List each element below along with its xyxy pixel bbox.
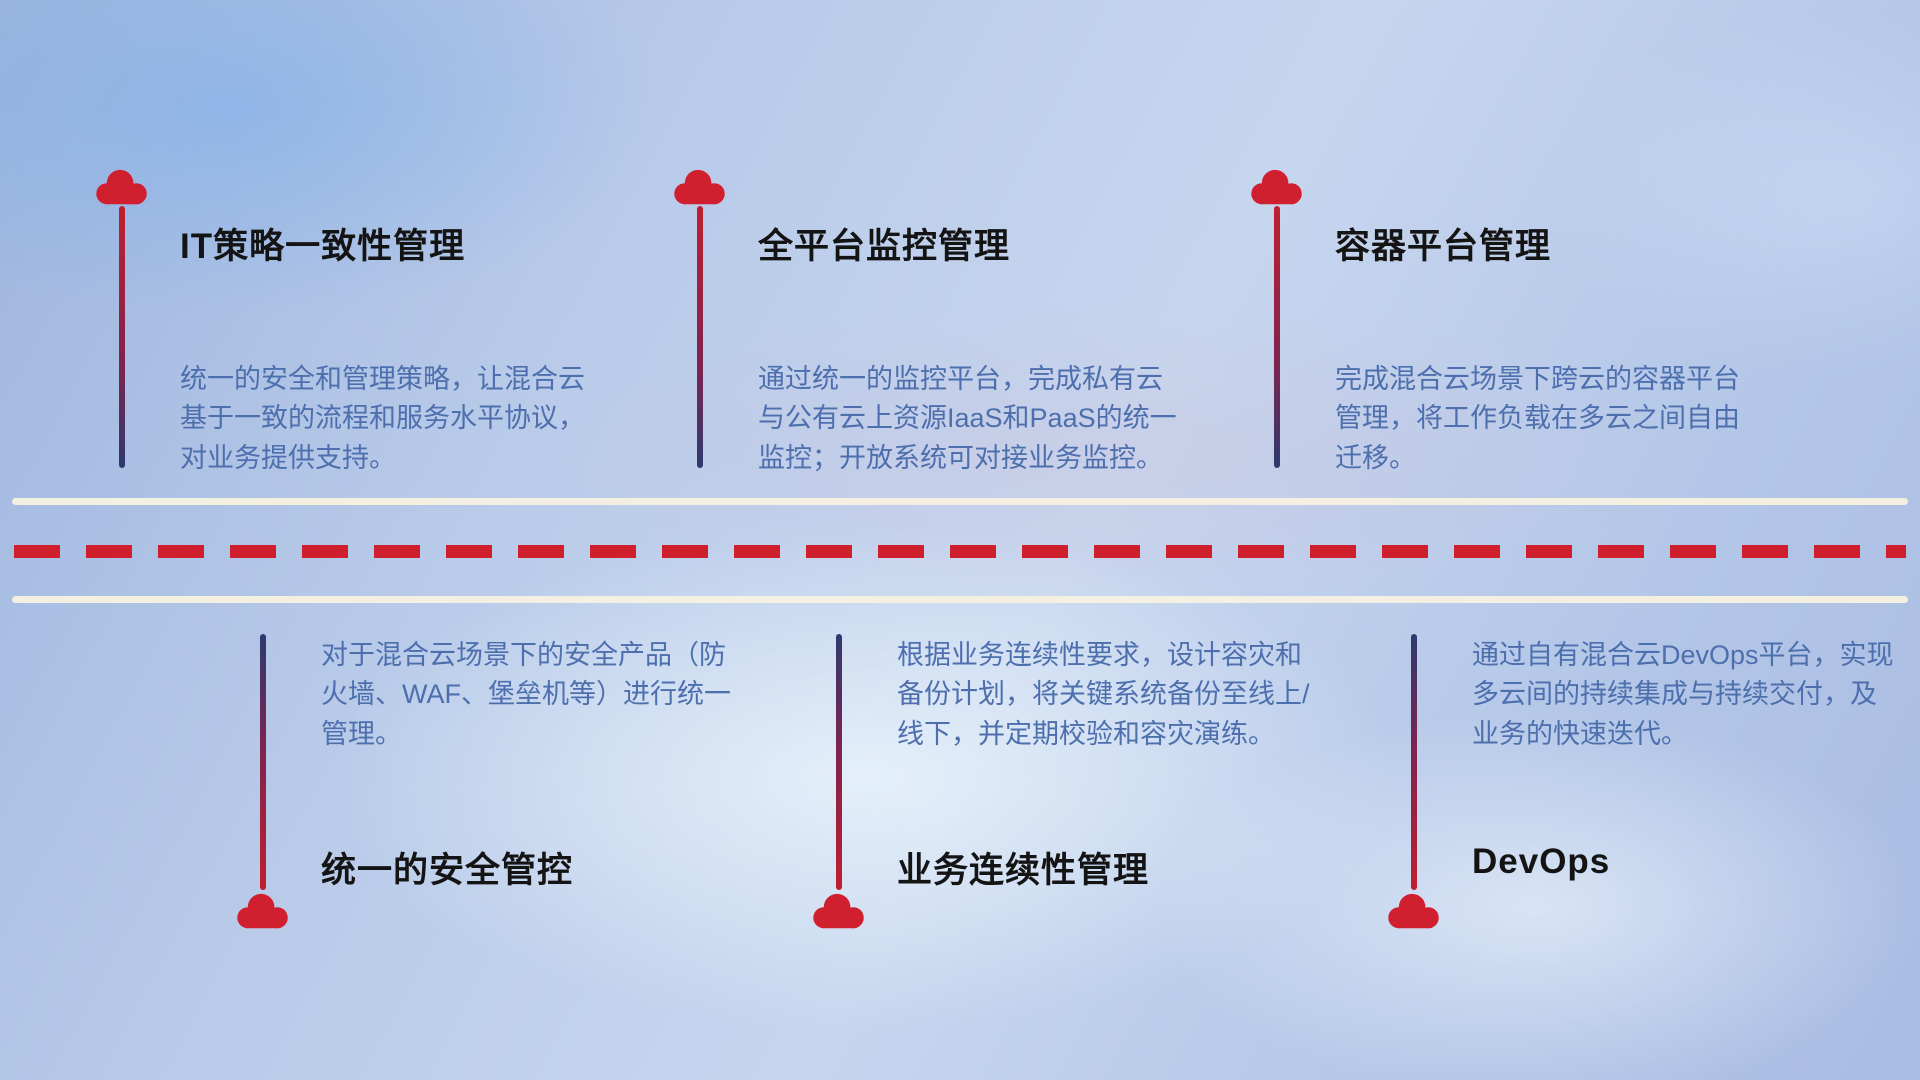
cloud-icon — [671, 168, 729, 208]
timeline-connector-line — [119, 206, 125, 468]
timeline-connector-line — [697, 206, 703, 468]
timeline-connector-line — [1411, 634, 1417, 890]
cloud-icon — [93, 168, 151, 208]
cloud-icon — [1248, 168, 1306, 208]
item-description: 完成混合云场景下跨云的容器平台管理，将工作负载在多云之间自由迁移。 — [1335, 364, 1740, 473]
cloud-icon — [234, 892, 292, 932]
timeline-connector-line — [836, 634, 842, 890]
item-description: 统一的安全和管理策略，让混合云基于一致的流程和服务水平协议，对业务提供支持。 — [180, 364, 585, 473]
timeline-connector-line — [260, 634, 266, 890]
item-description: 根据业务连续性要求，设计容灾和备份计划，将关键系统备份至线上/线下，并定期校验和… — [897, 640, 1310, 749]
item-title: 统一的安全管控 — [321, 851, 574, 890]
cloud-icon — [1385, 892, 1443, 932]
item-description: 通过自有混合云DevOps平台，实现多云间的持续集成与持续交付，及业务的快速迭代… — [1472, 640, 1894, 749]
item-title: DevOps — [1472, 842, 1611, 881]
timeline-connector-line — [1274, 206, 1280, 468]
item-title: IT策略一致性管理 — [180, 227, 466, 266]
item-title: 容器平台管理 — [1335, 227, 1552, 266]
item-title: 全平台监控管理 — [758, 227, 1011, 266]
road-dashed-centerline — [14, 545, 1906, 558]
road-edge-line-bottom — [12, 596, 1908, 603]
item-description: 通过统一的监控平台，完成私有云与公有云上资源IaaS和PaaS的统一监控；开放系… — [758, 364, 1177, 473]
item-description: 对于混合云场景下的安全产品（防火墙、WAF、堡垒机等）进行统一管理。 — [321, 640, 731, 749]
road-edge-line-top — [12, 498, 1908, 505]
item-title: 业务连续性管理 — [897, 851, 1150, 890]
cloud-icon — [810, 892, 868, 932]
